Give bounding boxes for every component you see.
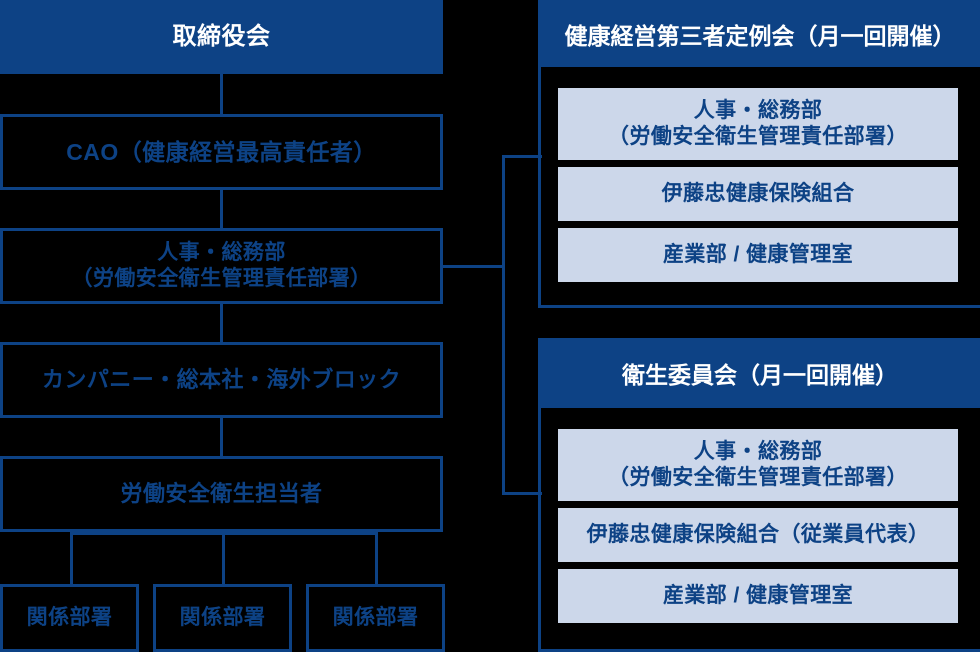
panel2-item-3-line1: 産業部 / 健康管理室 — [662, 583, 854, 607]
connector-drop-related-dept-3 — [375, 532, 378, 584]
box-hr-general-affairs-line2: （労働安全衛生管理責任部署） — [71, 267, 372, 290]
box-hr-general-affairs-line1: 人事・総務部 — [157, 240, 286, 264]
box-related-department-2[interactable]: 関係部署 — [153, 584, 292, 652]
panel-health-safety-committee-header-label: 衛生委員会（月一回開催） — [622, 362, 898, 388]
box-safety-health-officer-label: 労働安全衛生担当者 — [120, 481, 323, 507]
panel1-item-1-line1: 人事・総務部 — [693, 98, 823, 122]
connector-hr-to-bracket — [443, 265, 505, 268]
box-hr-general-affairs[interactable]: 人事・総務部 （労働安全衛生管理責任部署） — [0, 228, 443, 304]
box-related-department-3-label: 関係部署 — [332, 605, 419, 629]
box-cao[interactable]: CAO（健康経営最高責任者） — [0, 114, 443, 190]
connector-drop-related-dept-1 — [70, 532, 73, 584]
bracket-spine — [502, 155, 505, 495]
panel1-item-2-line1: 伊藤忠健康保険組合 — [661, 181, 855, 205]
box-related-department-3[interactable]: 関係部署 — [306, 584, 445, 652]
box-company-block-label: カンパニー・総本社・海外ブロック — [41, 367, 402, 393]
box-cao-label: CAO（健康経営最高責任者） — [66, 138, 377, 165]
panel1-item-industry-health-management-office[interactable]: 産業部 / 健康管理室 — [558, 228, 958, 282]
panel-health-safety-committee: 衛生委員会（月一回開催） 人事・総務部 （労働安全衛生管理責任部署） 伊藤忠健康… — [538, 338, 980, 652]
box-board-of-directors-label: 取締役会 — [172, 23, 271, 50]
box-safety-health-officer[interactable]: 労働安全衛生担当者 — [0, 456, 443, 532]
panel2-item-itochu-health-insurance-union-employee-rep[interactable]: 伊藤忠健康保険組合（従業員代表） — [558, 508, 958, 562]
panel-third-party-health-meeting-header-label: 健康経営第三者定例会（月一回開催） — [564, 22, 956, 49]
box-related-department-2-label: 関係部署 — [179, 605, 266, 629]
box-related-department-1-label: 関係部署 — [26, 605, 113, 629]
panel2-item-hr-general-affairs[interactable]: 人事・総務部 （労働安全衛生管理責任部署） — [558, 429, 958, 501]
connector-company-to-safety — [220, 418, 223, 456]
panel2-item-1-line1: 人事・総務部 — [693, 439, 823, 463]
panel2-item-1-line2: （労働安全衛生管理責任部署） — [608, 466, 908, 489]
box-board-of-directors[interactable]: 取締役会 — [0, 0, 443, 74]
connector-hr-to-company — [220, 304, 223, 342]
connector-bracket-to-panel-bottom — [502, 492, 542, 495]
panel1-item-1-line2: （労働安全衛生管理責任部署） — [608, 125, 908, 148]
panel1-item-3-line1: 産業部 / 健康管理室 — [662, 242, 854, 266]
panel1-item-hr-general-affairs[interactable]: 人事・総務部 （労働安全衛生管理責任部署） — [558, 88, 958, 160]
panel-third-party-health-meeting: 健康経営第三者定例会（月一回開催） 人事・総務部 （労働安全衛生管理責任部署） … — [538, 0, 980, 308]
connector-drop-related-dept-2 — [222, 532, 225, 584]
connector-board-to-cao — [220, 74, 223, 114]
connector-cao-to-hr — [220, 190, 223, 228]
panel-third-party-health-meeting-header: 健康経営第三者定例会（月一回開催） — [538, 0, 980, 67]
box-company-headquarters-overseas-block[interactable]: カンパニー・総本社・海外ブロック — [0, 342, 443, 418]
panel2-item-industry-health-management-office[interactable]: 産業部 / 健康管理室 — [558, 569, 958, 623]
connector-bracket-to-panel-top — [502, 155, 542, 158]
panel1-item-itochu-health-insurance-union[interactable]: 伊藤忠健康保険組合 — [558, 167, 958, 221]
panel-health-safety-committee-header: 衛生委員会（月一回開催） — [538, 338, 980, 408]
box-related-department-1[interactable]: 関係部署 — [0, 584, 139, 652]
panel2-item-2-line1: 伊藤忠健康保険組合（従業員代表） — [586, 522, 930, 546]
